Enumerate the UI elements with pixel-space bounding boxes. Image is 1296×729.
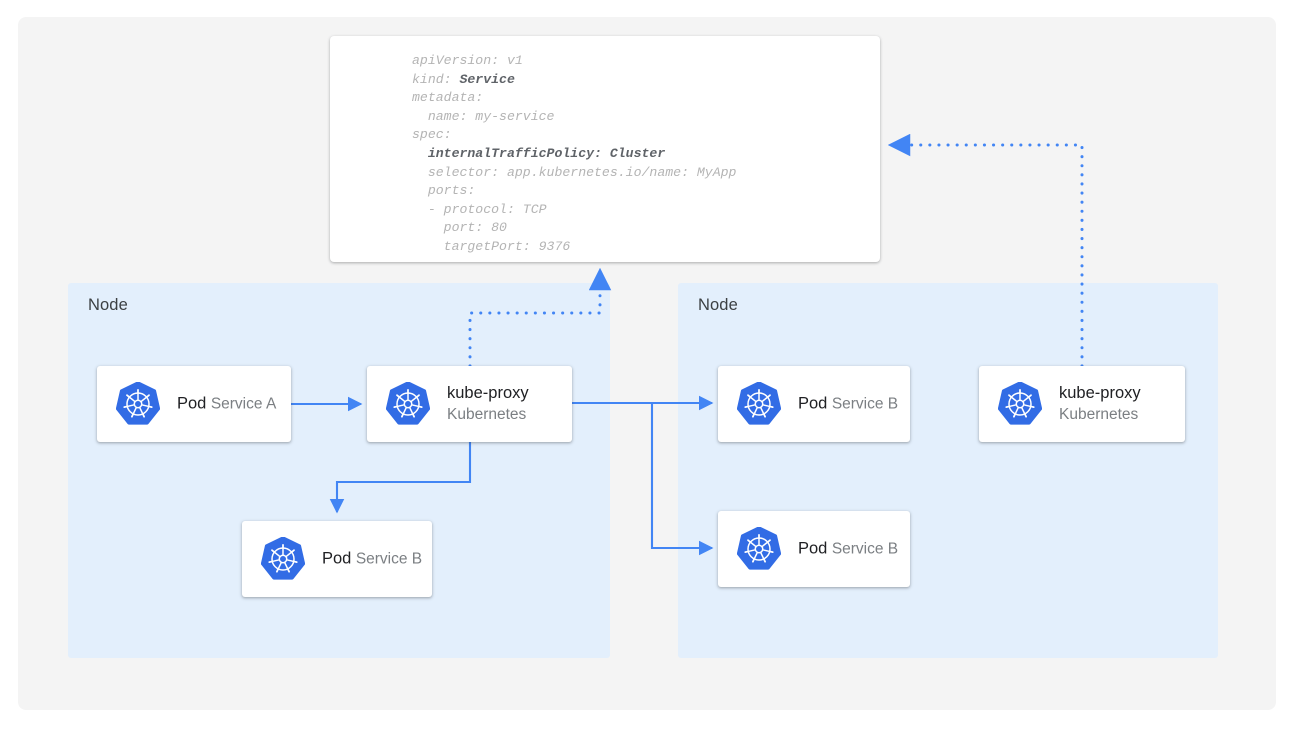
- yaml-line-8: - protocol: TCP: [412, 201, 547, 217]
- kube-proxy-card-subtitle: Kubernetes: [447, 406, 527, 423]
- kube-proxy-card-title: kube-proxy: [447, 384, 529, 402]
- yaml-line-4: spec:: [412, 127, 452, 143]
- pod-card-title: Pod: [322, 549, 352, 568]
- yaml-line-7: ports:: [412, 183, 476, 199]
- service-manifest-card: apiVersion: v1 kind: Service metadata: nam…: [330, 36, 880, 262]
- pod-card-subtitle: Service B: [831, 395, 899, 413]
- kubernetes-icon: [385, 381, 431, 426]
- pod-card-subtitle: Service B: [355, 550, 423, 568]
- pod-card-text: Pod Service B: [798, 394, 898, 415]
- kubernetes-icon: [997, 381, 1043, 426]
- node-container-right: Node: [678, 283, 1218, 658]
- pod-card-text: Pod Service A: [177, 394, 276, 415]
- kubernetes-icon: [260, 536, 306, 581]
- kube-proxy-card-text: kube-proxy Kubernetes: [447, 383, 572, 425]
- yaml-line-10: targetPort: 9376: [412, 238, 571, 254]
- pod-card-service-b-left[interactable]: Pod Service B: [242, 521, 432, 597]
- yaml-line-6: selector: app.kubernetes.io/name: MyApp: [412, 164, 737, 180]
- pod-card-subtitle: Service B: [831, 540, 899, 558]
- kube-proxy-card-right[interactable]: kube-proxy Kubernetes: [979, 366, 1185, 442]
- pod-card-title: Pod: [177, 394, 207, 413]
- pod-card-title: Pod: [798, 394, 828, 413]
- kubernetes-icon: [736, 381, 782, 426]
- kube-proxy-card-left[interactable]: kube-proxy Kubernetes: [367, 366, 572, 442]
- kubernetes-icon: [736, 526, 782, 571]
- pod-card-text: Pod Service B: [322, 549, 422, 570]
- pod-card-service-b-right-bottom[interactable]: Pod Service B: [718, 511, 910, 587]
- node-container-left: Node: [68, 283, 610, 658]
- service-manifest-yaml: apiVersion: v1 kind: Service metadata: nam…: [412, 52, 736, 257]
- kube-proxy-card-title: kube-proxy: [1059, 384, 1141, 402]
- pod-card-subtitle: Service A: [210, 395, 277, 413]
- yaml-line-5: internalTrafficPolicy: Cluster: [412, 145, 666, 161]
- node-label-left: Node: [88, 296, 128, 314]
- kube-proxy-card-text: kube-proxy Kubernetes: [1059, 383, 1185, 425]
- kube-proxy-card-subtitle: Kubernetes: [1059, 406, 1139, 423]
- yaml-line-9: port: 80: [412, 220, 507, 236]
- pod-card-service-b-right-top[interactable]: Pod Service B: [718, 366, 910, 442]
- yaml-line-2: metadata:: [412, 90, 484, 106]
- pod-card-service-a[interactable]: Pod Service A: [97, 366, 291, 442]
- yaml-line-1: kind: Service: [412, 71, 515, 87]
- kubernetes-icon: [115, 381, 161, 426]
- pod-card-text: Pod Service B: [798, 539, 898, 560]
- node-label-right: Node: [698, 296, 738, 314]
- pod-card-title: Pod: [798, 539, 828, 558]
- yaml-line-0: apiVersion: v1: [412, 53, 523, 68]
- yaml-line-3: name: my-service: [412, 108, 555, 124]
